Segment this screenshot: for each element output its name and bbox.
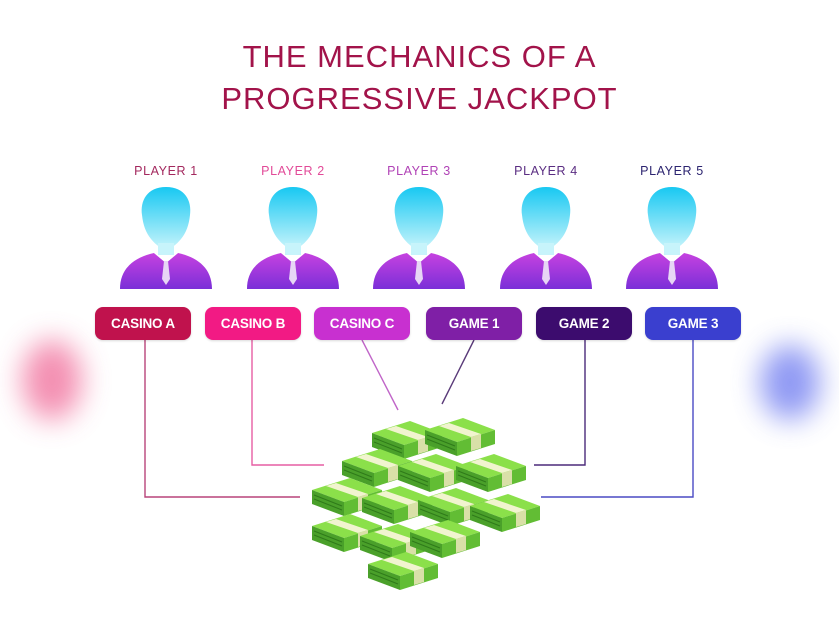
source-game-2: GAME 2 [536, 307, 632, 340]
player-2-label: PLAYER 2 [261, 164, 325, 178]
source-casino-a: CASINO A [95, 307, 191, 340]
player-3-label: PLAYER 3 [387, 164, 451, 178]
connector-game-3 [541, 340, 694, 498]
right-edge-glow [760, 345, 820, 420]
player-4-label: PLAYER 4 [514, 164, 578, 178]
player-1-label: PLAYER 1 [134, 164, 198, 178]
connector-casino-c [361, 339, 399, 411]
left-edge-glow [22, 340, 82, 420]
source-game-1: GAME 1 [426, 307, 522, 340]
connector-game-1 [441, 339, 475, 405]
player-5-label: PLAYER 5 [640, 164, 704, 178]
title-line-1: THE MECHANICS OF A [242, 39, 597, 74]
title-line-2: PROGRESSIVE JACKPOT [221, 81, 618, 116]
diagram-title: THE MECHANICS OF A PROGRESSIVE JACKPOT [0, 36, 839, 120]
connector-casino-a [144, 340, 300, 498]
source-casino-b: CASINO B [205, 307, 301, 340]
connector-casino-b [251, 340, 324, 466]
source-casino-c: CASINO C [314, 307, 410, 340]
source-game-3: GAME 3 [645, 307, 741, 340]
connector-game-2 [534, 340, 586, 466]
